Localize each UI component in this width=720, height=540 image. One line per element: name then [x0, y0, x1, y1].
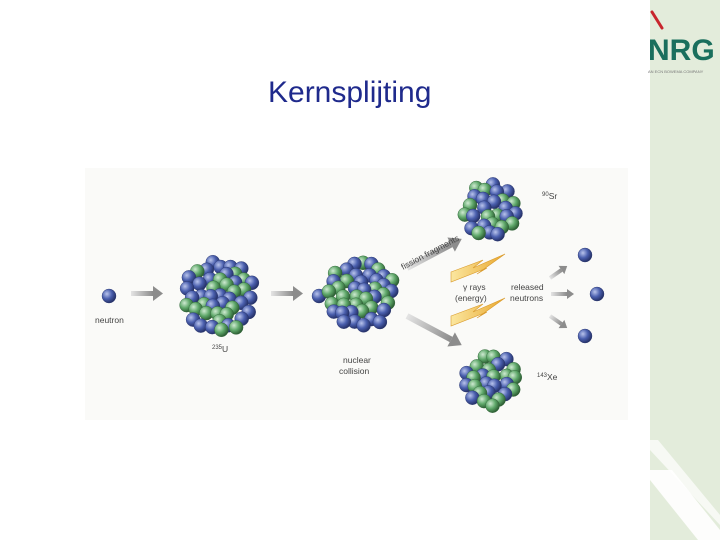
- uranium-nucleus-nucleon: [228, 320, 244, 335]
- arrow-released-down: [548, 314, 568, 329]
- uranium-nucleus-nucleon: [214, 322, 229, 338]
- label-xe143: 143Xe: [537, 372, 558, 382]
- label-gamma-rays: γ rays: [463, 282, 486, 292]
- label-released: released: [511, 282, 544, 292]
- gamma-ray-bolt-lower: [450, 297, 506, 327]
- collision-nucleus-nucleon: [321, 284, 337, 299]
- label-fission-fragments: fission fragments: [399, 233, 460, 272]
- fission-diagram-svg: neutron 235U nuclear collision fission f…: [95, 177, 605, 413]
- nrg-logo: NRG AN ECN BOWEMA COMPANY: [646, 8, 716, 78]
- nucleus-clusters: [101, 177, 605, 413]
- collision-nucleus-nucleon: [356, 318, 371, 333]
- arrow-fragment-down: [405, 313, 462, 347]
- nrg-logo-mark: NRG AN ECN BOWEMA COMPANY: [648, 10, 715, 74]
- strontium-fragment-nucleon: [466, 208, 481, 224]
- label-nuclear: nuclear: [343, 355, 371, 365]
- collision-nucleus-nucleon: [372, 314, 388, 330]
- arrow-released-up: [548, 265, 568, 280]
- gamma-ray-bolt-upper: [450, 253, 506, 283]
- label-energy: (energy): [455, 293, 487, 303]
- logo-wordmark: NRG: [648, 34, 715, 67]
- released-neutron-3: [577, 328, 593, 344]
- label-neutron: neutron: [95, 315, 124, 325]
- arrow-fragment-up: [405, 237, 462, 271]
- xenon-fragment-nucleon: [485, 398, 500, 413]
- label-sr90-symbol: Sr: [549, 191, 558, 201]
- label-u235-symbol: U: [222, 344, 228, 354]
- strontium-fragment-nucleon: [471, 225, 486, 241]
- side-decoration-band: [650, 0, 720, 540]
- label-u235: 235U: [212, 344, 228, 354]
- label-sr90-mass: 90: [542, 192, 549, 198]
- label-sr90: 90Sr: [542, 191, 557, 201]
- label-collision: collision: [339, 366, 370, 376]
- label-xe143-symbol: Xe: [547, 372, 558, 382]
- incoming-neutron: [101, 288, 117, 304]
- arrow-uranium-to-collision: [271, 286, 303, 301]
- fission-diagram: neutron 235U nuclear collision fission f…: [85, 168, 628, 420]
- uranium-nucleus-nucleon: [192, 276, 207, 291]
- arrow-neutron-to-uranium: [131, 286, 163, 301]
- slide-title: Kernsplijting: [268, 76, 432, 109]
- side-band-stripes: [650, 440, 720, 540]
- released-neutron-1: [577, 247, 593, 263]
- collision-nucleus-nucleon: [336, 314, 351, 329]
- arrow-released-mid: [551, 289, 574, 299]
- released-neutron-2: [589, 286, 605, 302]
- strontium-fragment-nucleon: [490, 226, 505, 242]
- label-u235-mass: 235: [212, 345, 223, 351]
- logo-tagline: AN ECN BOWEMA COMPANY: [648, 69, 704, 74]
- label-neutrons: neutrons: [510, 293, 543, 303]
- label-xe143-mass: 143: [537, 373, 548, 379]
